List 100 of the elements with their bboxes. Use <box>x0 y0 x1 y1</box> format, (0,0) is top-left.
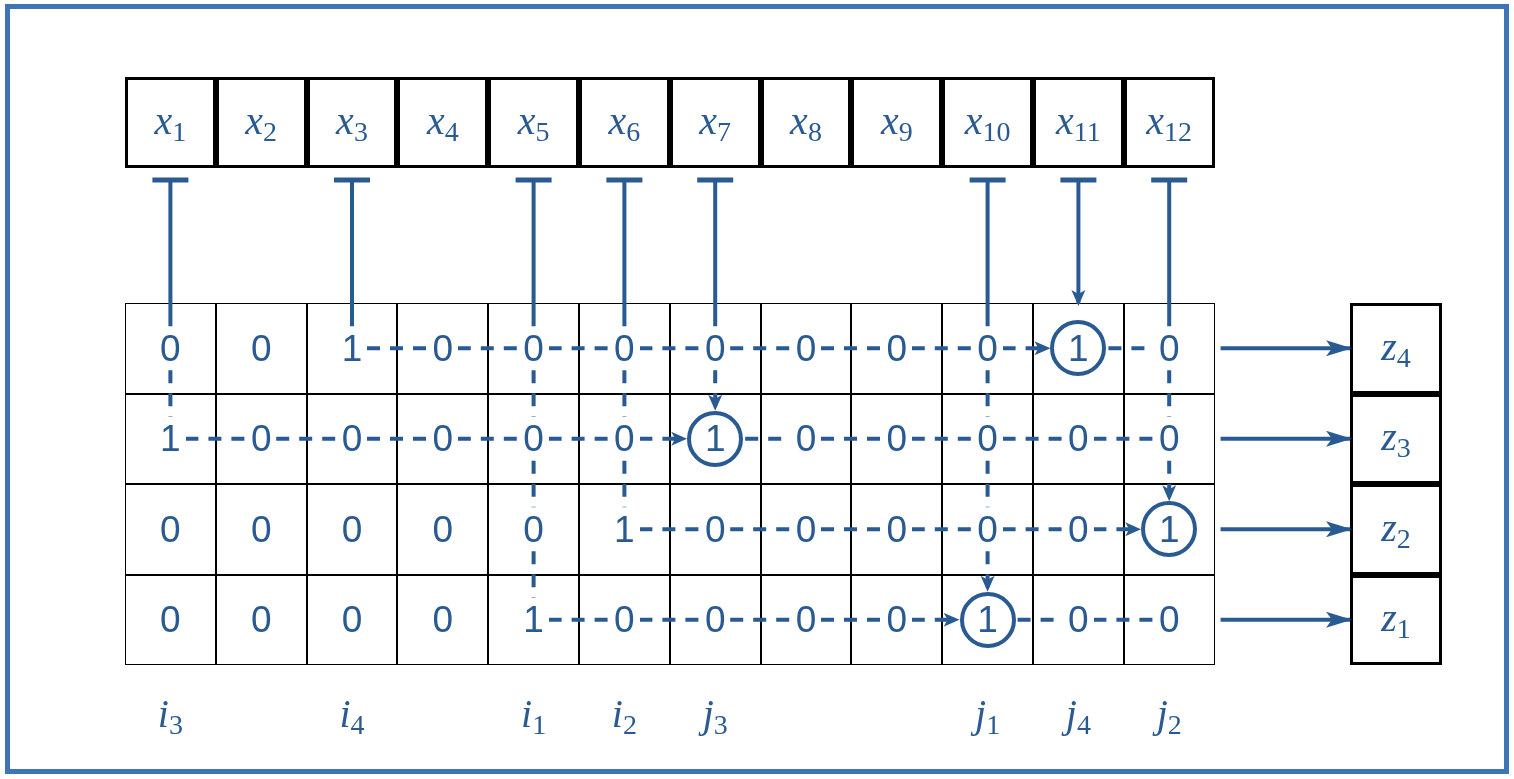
index-label: i$_{2}$ <box>610 690 638 741</box>
index-label: i$_{4}$ <box>338 690 366 741</box>
index-label: i$_{1}$ <box>520 690 548 741</box>
input-variable-box <box>851 77 943 168</box>
matrix-cell <box>306 484 398 575</box>
matrix-cell <box>1033 393 1124 484</box>
matrix-cell <box>851 574 943 665</box>
variable-label: x$_{12}$ <box>1146 97 1193 148</box>
variable-label: x$_{8}$ <box>790 97 822 148</box>
matrix-cell <box>215 303 307 394</box>
index-label: j$_{1}$ <box>957 690 1018 741</box>
matrix-cell <box>125 393 216 484</box>
circled-digit: 1 <box>1141 501 1198 558</box>
index-label: i$_{3}$ <box>156 690 184 741</box>
matrix-cell <box>215 484 307 575</box>
matrix-cell <box>669 484 761 575</box>
matrix-cell <box>760 303 852 394</box>
variable-label: x$_{2}$ <box>245 97 278 148</box>
input-variable-box <box>215 77 307 168</box>
matrix-cell <box>942 574 1033 665</box>
matrix-cell <box>397 574 489 665</box>
arrow <box>980 551 995 592</box>
input-variable-box <box>1033 77 1124 168</box>
matrix-cell <box>1033 484 1124 575</box>
matrix-cell <box>579 574 670 665</box>
output-variable-box <box>1350 393 1442 484</box>
input-variable-box <box>397 77 489 168</box>
circled-digit: 1 <box>687 410 744 467</box>
matrix-cell <box>488 484 579 575</box>
input-variable-box <box>760 77 852 168</box>
output-variable-box <box>1350 303 1442 394</box>
matrix-cell <box>215 574 307 665</box>
matrix-cell <box>215 393 307 484</box>
variable-label: x$_{1}$ <box>154 97 187 148</box>
matrix-cell <box>669 303 761 394</box>
matrix-cell <box>488 303 579 394</box>
matrix-cell <box>1123 484 1215 575</box>
input-variable-box <box>125 77 216 168</box>
matrix-cell <box>760 484 852 575</box>
matrix-cell <box>488 393 579 484</box>
matrix-cell <box>851 393 943 484</box>
index-label: j$_{4}$ <box>1048 690 1109 741</box>
arrow <box>1002 341 1051 356</box>
variable-label: x$_{11}$ <box>1056 97 1101 148</box>
matrix-cell <box>942 484 1033 575</box>
matrix-cell <box>397 484 489 575</box>
variable-label: x$_{6}$ <box>608 97 641 148</box>
matrix-cell <box>306 574 398 665</box>
variable-label: x$_{9}$ <box>880 97 913 148</box>
variable-label: x$_{4}$ <box>426 97 459 148</box>
arrow <box>1220 611 1352 628</box>
input-variable-box <box>942 77 1033 168</box>
input-variable-box <box>488 77 579 168</box>
matrix-cell <box>669 574 761 665</box>
arrow <box>911 612 960 627</box>
variable-label: z$_{3}$ <box>1381 413 1411 465</box>
variable-label: x$_{7}$ <box>699 97 732 148</box>
matrix-cell <box>669 393 761 484</box>
matrix-cell <box>1033 574 1124 665</box>
matrix-cell <box>125 484 216 575</box>
matrix-cell <box>488 574 579 665</box>
matrix-cell <box>760 393 852 484</box>
matrix-cell <box>760 574 852 665</box>
matrix-cell <box>1123 393 1215 484</box>
input-variable-box <box>1123 77 1215 168</box>
arrow <box>1162 460 1177 502</box>
circled-digit: 1 <box>959 591 1016 648</box>
arrow <box>1220 430 1352 447</box>
matrix-cell <box>579 393 670 484</box>
variable-label: z$_{1}$ <box>1381 594 1411 646</box>
matrix-cell <box>1123 574 1215 665</box>
variable-label: x$_{5}$ <box>517 97 550 148</box>
output-variable-box <box>1350 484 1442 575</box>
variable-label: z$_{2}$ <box>1381 503 1411 555</box>
arrow <box>708 370 723 411</box>
input-variable-box <box>306 77 398 168</box>
arrow <box>1220 340 1352 357</box>
arrow <box>639 431 688 446</box>
matrix-cell <box>125 574 216 665</box>
input-variable-box <box>669 77 761 168</box>
matrix-cell <box>851 303 943 394</box>
matrix-cell <box>1123 303 1215 394</box>
matrix-cell <box>397 303 489 394</box>
arrow <box>1093 522 1142 537</box>
arrow <box>1057 177 1099 306</box>
input-variable-box <box>579 77 670 168</box>
variable-label: x$_{3}$ <box>336 97 368 148</box>
index-label: j$_{3}$ <box>685 690 746 741</box>
matrix-cell <box>125 303 216 394</box>
matrix-cell <box>851 484 943 575</box>
arrow <box>1220 521 1352 538</box>
matrix-cell <box>579 484 670 575</box>
matrix-cell <box>306 393 398 484</box>
matrix-cell <box>306 303 398 394</box>
variable-label: z$_{4}$ <box>1381 322 1411 374</box>
matrix-cell <box>1033 303 1124 394</box>
matrix-cell <box>942 303 1033 394</box>
index-label: j$_{2}$ <box>1139 690 1200 741</box>
variable-label: x$_{10}$ <box>964 97 1011 148</box>
matrix-cell <box>397 393 489 484</box>
